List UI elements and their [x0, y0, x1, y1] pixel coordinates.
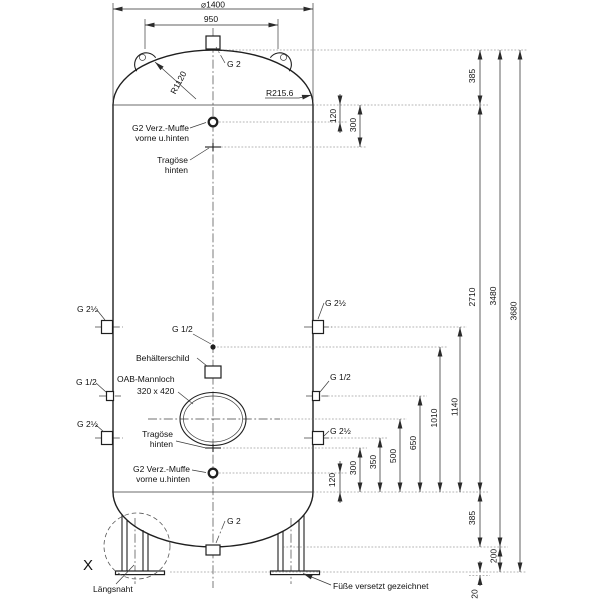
dim-300-top: 300 — [348, 118, 358, 132]
dim-lug-spacing-950: 950 — [204, 14, 218, 24]
label-mannloch-line1: OAB-Mannloch — [117, 374, 175, 384]
label-g12-left: G 1/2 — [76, 377, 97, 387]
label-g2-bottom: G 2 — [227, 516, 241, 526]
top-head — [112, 49, 314, 106]
label-laengsnaht: Längsnaht — [93, 584, 133, 594]
label-detail-x: X — [83, 557, 93, 574]
dim-2710: 2710 — [467, 287, 477, 306]
detail-x-circle — [103, 512, 171, 580]
centerlines — [95, 28, 332, 588]
label-muffe-top-line2: vorne u.hinten — [135, 133, 189, 143]
g12-center-fitting — [210, 344, 216, 350]
g12-nozzle-right — [311, 390, 321, 402]
dim-385-top: 385 — [467, 69, 477, 83]
label-muffe-top-line1: G2 Verz.-Muffe — [132, 123, 189, 133]
dim-3480: 3480 — [488, 286, 498, 305]
label-g2-top: G 2 — [227, 59, 241, 69]
label-muffe-bottom-line2: vorne u.hinten — [136, 474, 190, 484]
dim-120-top: 120 — [328, 109, 338, 123]
g25-nozzle-upper-left — [100, 319, 114, 335]
dim-3680: 3680 — [509, 301, 519, 320]
g25-nozzle-lower-left — [100, 430, 114, 446]
leader-lines — [95, 46, 332, 586]
g12-nozzle-left — [105, 390, 115, 402]
label-tragoese-top-line1: Tragöse — [157, 155, 188, 165]
dim-500: 500 — [388, 449, 398, 463]
manhole-inner — [183, 395, 243, 443]
dimension-texts: ⌀1400 950 120 300 385 2710 3480 3680 120… — [168, 0, 518, 599]
label-g25-lower-right: G 2½ — [330, 426, 351, 436]
dim-650: 650 — [408, 436, 418, 450]
dim-knuckle-radius: R215.6 — [266, 88, 294, 98]
foot-plate-right — [269, 570, 321, 576]
label-g25-lower-left: G 2½ — [77, 419, 98, 429]
label-behaelterschild: Behälterschild — [136, 353, 190, 363]
annotation-texts: G 2 G2 Verz.-Muffe vorne u.hinten Tragös… — [76, 59, 429, 594]
top-muffe-coupling — [207, 116, 219, 128]
bottom-muffe-coupling — [207, 467, 219, 479]
dim-200: 200 — [489, 549, 499, 563]
dim-diameter-1400: ⌀1400 — [201, 0, 225, 10]
dim-385-bottom: 385 — [467, 511, 477, 525]
label-g12-right: G 1/2 — [330, 372, 351, 382]
dim-300-bottom: 300 — [348, 461, 358, 475]
label-mannloch-line2: 320 x 420 — [137, 386, 175, 396]
foot-plate-left — [114, 570, 166, 576]
label-g25-upper-right: G 2½ — [325, 298, 346, 308]
nameplate — [204, 365, 222, 379]
lifting-lug-left — [134, 52, 157, 72]
dimension-lines — [113, 6, 523, 586]
dim-crown-radius: R1120 — [168, 69, 188, 95]
support-legs — [103, 512, 321, 580]
bottom-g2-nozzle — [205, 544, 221, 556]
g25-nozzle-lower-right — [311, 430, 325, 446]
label-g25-upper-left: G 2½ — [77, 304, 98, 314]
extension-lines — [112, 3, 527, 576]
dim-1010: 1010 — [429, 408, 439, 427]
top-g2-nozzle — [205, 35, 221, 50]
dim-120-bottom: 120 — [327, 473, 337, 487]
dim-1140: 1140 — [450, 398, 460, 417]
dim-350: 350 — [368, 455, 378, 469]
vessel-outline — [100, 35, 325, 556]
g25-nozzle-upper-right — [311, 319, 325, 335]
dim-20: 20 — [470, 589, 480, 599]
label-tragoese-bottom-line2: hinten — [150, 439, 173, 449]
lifting-lug-right — [269, 52, 292, 72]
label-fuesse-versetzt: Füße versetzt gezeichnet — [333, 581, 429, 591]
label-g12-center: G 1/2 — [172, 324, 193, 334]
label-tragoese-top-line2: hinten — [165, 165, 188, 175]
label-muffe-bottom-line1: G2 Verz.-Muffe — [133, 464, 190, 474]
label-tragoese-bottom-line1: Tragöse — [142, 429, 173, 439]
